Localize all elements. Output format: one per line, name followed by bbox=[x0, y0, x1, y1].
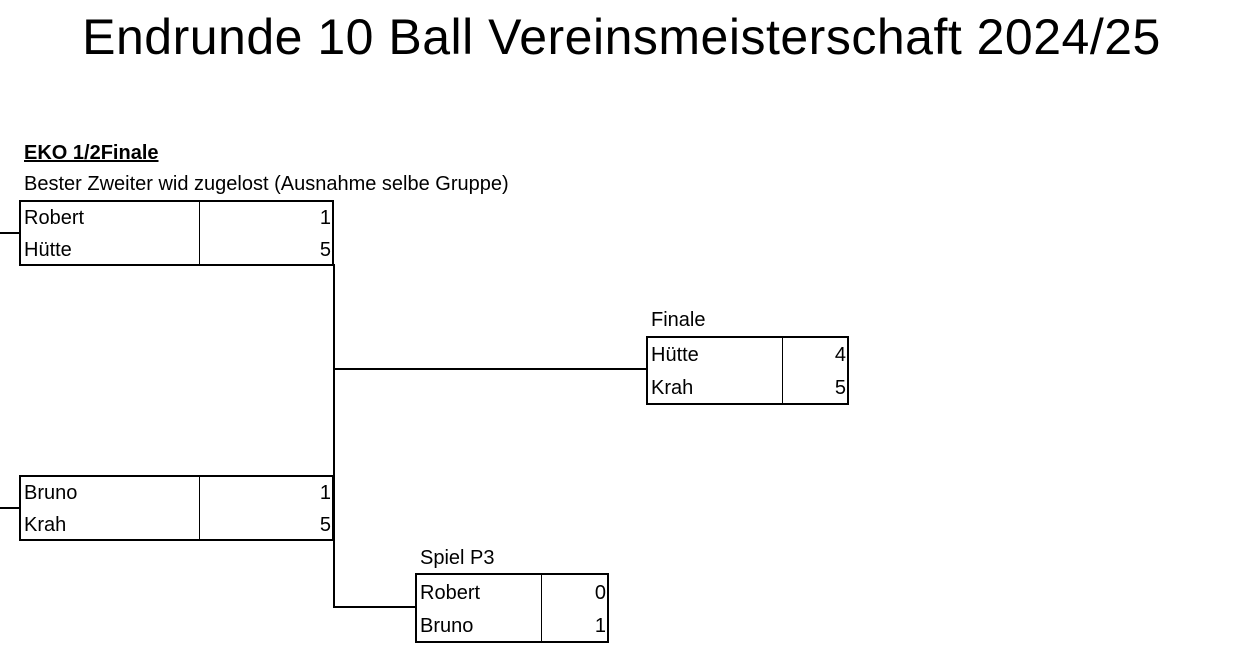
match-row: Robert 1 bbox=[21, 202, 332, 235]
semifinal-note: Bester Zweiter wid zugelost (Ausnahme se… bbox=[24, 173, 509, 195]
cell-divider bbox=[199, 477, 200, 539]
match-row: Bruno 1 bbox=[417, 610, 607, 643]
incoming-line-match1 bbox=[0, 232, 20, 234]
player-score: 5 bbox=[319, 239, 331, 261]
cell-divider bbox=[199, 202, 200, 264]
player-score: 1 bbox=[319, 482, 331, 504]
player-score: 1 bbox=[319, 207, 331, 229]
semifinal-heading: EKO 1/2Finale bbox=[24, 142, 159, 164]
semifinal-match-1: Robert 1 Hütte 5 bbox=[19, 200, 334, 266]
match-row: Hütte 4 bbox=[648, 339, 847, 372]
player-name: Robert bbox=[420, 582, 481, 604]
match-row: Bruno 1 bbox=[21, 477, 332, 510]
player-name: Robert bbox=[24, 207, 85, 229]
bracket-vertical-line bbox=[333, 264, 335, 608]
player-name: Bruno bbox=[420, 615, 474, 637]
player-name: Krah bbox=[651, 377, 694, 399]
third-place-label: Spiel P3 bbox=[420, 547, 495, 569]
player-name: Hütte bbox=[24, 239, 72, 261]
page-title: Endrunde 10 Ball Vereinsmeisterschaft 20… bbox=[82, 9, 1161, 65]
match-row: Krah 5 bbox=[21, 509, 332, 542]
player-score: 0 bbox=[594, 582, 606, 604]
player-name: Krah bbox=[24, 514, 67, 536]
incoming-line-match2 bbox=[0, 507, 20, 509]
cell-divider bbox=[782, 338, 783, 403]
semifinal-match-2: Bruno 1 Krah 5 bbox=[19, 475, 334, 541]
third-place-match: Robert 0 Bruno 1 bbox=[415, 573, 609, 643]
third-place-connector-line bbox=[333, 606, 417, 608]
player-score: 4 bbox=[834, 344, 846, 366]
player-name: Hütte bbox=[651, 344, 699, 366]
final-label: Finale bbox=[651, 309, 706, 331]
player-score: 5 bbox=[834, 377, 846, 399]
final-connector-line bbox=[333, 368, 648, 370]
match-row: Robert 0 bbox=[417, 577, 607, 610]
cell-divider bbox=[541, 575, 542, 641]
player-score: 1 bbox=[594, 615, 606, 637]
match-row: Hütte 5 bbox=[21, 234, 332, 267]
match-row: Krah 5 bbox=[648, 372, 847, 405]
final-match: Hütte 4 Krah 5 bbox=[646, 336, 849, 405]
player-score: 5 bbox=[319, 514, 331, 536]
player-name: Bruno bbox=[24, 482, 78, 504]
